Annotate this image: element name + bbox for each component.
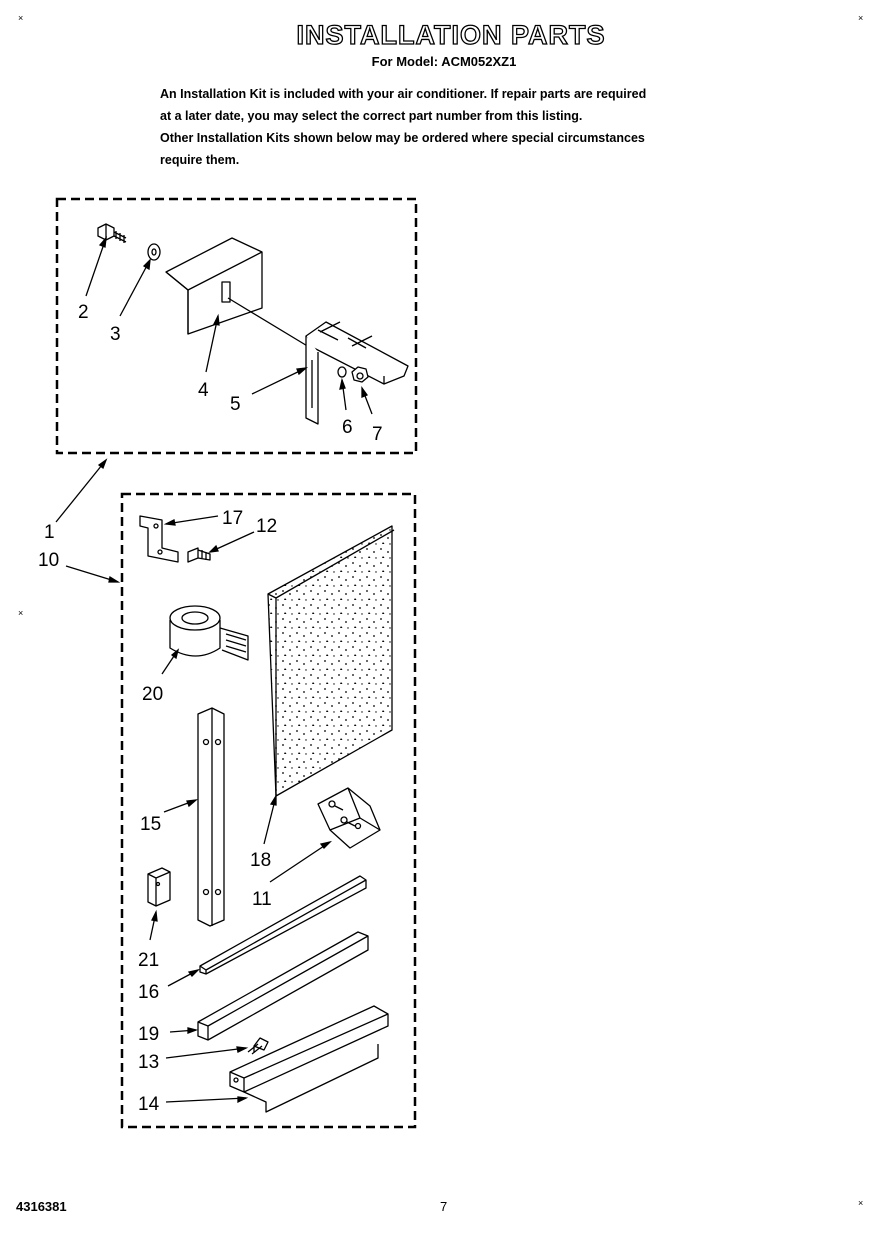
seal-strip-part-16 [199, 875, 367, 975]
tape-roll-part-20 [169, 605, 249, 661]
intro-line: at a later date, you may select the corr… [160, 109, 583, 123]
callout-20: 20 [142, 684, 163, 705]
screw-part-12 [187, 547, 211, 563]
angle-channel-part-15 [197, 707, 225, 927]
bracket-part-5 [305, 321, 409, 425]
callout-21: 21 [138, 950, 159, 971]
intro-line: An Installation Kit is included with you… [160, 87, 647, 101]
callout-5: 5 [230, 394, 241, 415]
callout-3: 3 [110, 324, 121, 345]
callout-7: 7 [372, 424, 383, 445]
corner-mark-mid-left: × [18, 608, 24, 618]
model-subtitle: For Model: ACM052XZ1 [371, 54, 517, 69]
kit-box-1 [55, 197, 418, 455]
nut-part-7 [351, 366, 369, 383]
intro-line: require them. [160, 153, 240, 167]
callout-13: 13 [138, 1052, 159, 1073]
screw-part-2 [97, 223, 127, 243]
callout-16: 16 [138, 982, 159, 1003]
block-part-21 [147, 867, 171, 907]
intro-line: Other Installation Kits shown below may … [160, 131, 645, 145]
kit-box-10 [120, 492, 417, 1129]
cover-part-4 [165, 237, 263, 335]
callout-15: 15 [140, 814, 161, 835]
callout-10: 10 [38, 550, 59, 571]
document-code: 4316381 [16, 1199, 67, 1214]
callout-14: 14 [138, 1094, 160, 1115]
callout-11: 11 [252, 889, 272, 910]
page-number: 7 [440, 1199, 448, 1214]
corner-mark-top-left: × [18, 13, 24, 23]
support-bracket-part-11 [317, 787, 381, 849]
callout-18: 18 [250, 850, 271, 871]
screw-part-13 [247, 1037, 269, 1055]
corner-mark-top-right: × [858, 13, 864, 23]
callout-6: 6 [342, 417, 353, 438]
callout-2: 2 [78, 302, 89, 323]
sill-channel-part-14 [229, 1005, 389, 1113]
callout-17: 17 [222, 508, 243, 529]
foam-panel-part-18 [267, 525, 395, 797]
callout-19: 19 [138, 1024, 159, 1045]
callout-1: 1 [44, 522, 55, 543]
callout-12: 12 [256, 516, 277, 537]
washer-part-3 [147, 243, 161, 261]
washer-part-6 [337, 366, 347, 378]
foam-strip-part-19 [197, 931, 369, 1041]
corner-mark-bottom-right: × [858, 1198, 864, 1208]
page-title: INSTALLATION PARTS [296, 19, 606, 50]
intro-text: An Installation Kit is included with you… [160, 83, 760, 171]
callout-4: 4 [198, 380, 209, 401]
bracket-part-17 [139, 515, 179, 563]
